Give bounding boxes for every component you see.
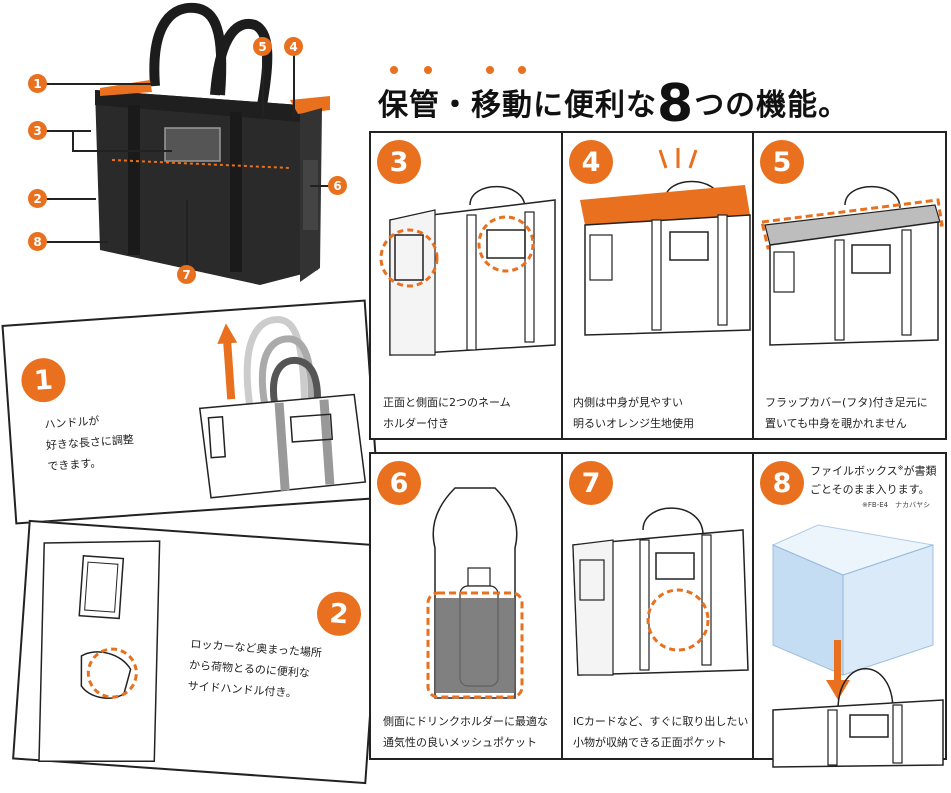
feature-caption-5-line-1: フラップカバー(フタ)付き足元に [765, 396, 928, 409]
feature-caption-4-line-2: 明るいオレンジ生地使用 [573, 417, 694, 430]
leader-line-3 [46, 130, 91, 132]
feature-number-2: 2 [315, 590, 363, 638]
feature-caption-7-line-2: 小物が収納できる正面ポケット [573, 736, 727, 749]
page-title: 保管・移動に便利な8つの機能。 [378, 74, 849, 134]
emphasis-dot [424, 66, 432, 74]
orange-lining-illustration [580, 148, 751, 336]
flap-cover-illustration [760, 185, 944, 346]
feature-caption-7-line-1: ICカードなど、すぐに取り出したい [573, 715, 749, 728]
product-photo: 1 3 2 8 5 4 6 7 [0, 0, 350, 290]
photo-marker-6: 6 [328, 176, 347, 195]
feature-caption-8-superscript: ※ [897, 464, 904, 472]
feature-caption-4-line-1: 内側は中身が見やすい [573, 396, 683, 409]
leader-line-8 [46, 241, 108, 243]
feature-number-1: 1 [19, 356, 67, 404]
feature-number-7: 7 [569, 461, 613, 505]
photo-marker-2: 2 [28, 189, 47, 208]
grid-divider [752, 131, 754, 440]
name-holder-illustration [379, 185, 556, 356]
feature-number-4: 4 [569, 140, 613, 184]
leader-line-1 [46, 83, 154, 85]
feature-caption-6-line-2: 通気性の良いメッシュポケット [383, 736, 537, 749]
photo-marker-3: 3 [28, 121, 47, 140]
adjustable-handle-illustration [198, 316, 367, 499]
grid-divider [561, 131, 563, 440]
photo-marker-1: 1 [28, 74, 47, 93]
leader-line-7 [186, 200, 188, 265]
feature-caption-8-text: ファイルボックス [810, 464, 898, 478]
mesh-pocket-illustration [426, 487, 524, 699]
feature-caption-3-line-2: ホルダー付き [383, 417, 449, 430]
feature-number-8: 8 [760, 461, 804, 505]
leader-line-6 [310, 185, 330, 187]
feature-caption-8-line-2: ごとそのまま入ります。 [810, 483, 930, 496]
feature-caption-3-line-1: 正面と側面に2つのネーム [383, 396, 511, 409]
feature-note-8: ※FB-E4 ナカバヤシ [862, 501, 931, 509]
file-box-illustration [771, 524, 944, 768]
feature-number-6: 6 [377, 461, 421, 505]
feature-panel-1: 1 ハンドルが 好きな長さに調整 できます。 [1, 299, 380, 525]
front-pocket-illustration [572, 507, 749, 676]
emphasis-dot [486, 66, 494, 74]
feature-caption-6-line-1: 側面にドリンクホルダーに最適な [383, 715, 548, 728]
leader-line-5 [262, 55, 264, 117]
title-number: 8 [657, 74, 695, 134]
leader-line-2 [46, 198, 96, 200]
photo-marker-7: 7 [177, 265, 196, 284]
emphasis-dot [390, 66, 398, 74]
photo-marker-8: 8 [28, 232, 47, 251]
feature-number-3: 3 [377, 140, 421, 184]
feature-number-5: 5 [760, 140, 804, 184]
photo-marker-4: 4 [284, 37, 303, 56]
grid-divider [561, 452, 563, 760]
feature-panel-2: 2 ロッカーなど奥まった場所 から荷物とるのに便利な サイドハンドル付き。 [12, 519, 383, 785]
emphasis-dot [518, 66, 526, 74]
title-text-before: 保管・移動に便利な [378, 88, 657, 123]
leader-line-3c [72, 150, 172, 152]
feature-caption-1-line-3: できます。 [47, 456, 102, 474]
title-text-after: つの機能。 [694, 88, 850, 123]
leader-line-3b [72, 130, 74, 150]
leader-line-4 [293, 55, 295, 117]
feature-caption-5-line-2: 置いても中身を覗かれません [765, 417, 907, 430]
grid-divider [752, 452, 754, 760]
feature-caption-8-asterisk-text: が書類 [903, 464, 937, 478]
side-handle-illustration [38, 540, 161, 763]
photo-marker-5: 5 [253, 37, 272, 56]
feature-caption-8-line-1: ファイルボックス※が書類 [810, 458, 937, 482]
